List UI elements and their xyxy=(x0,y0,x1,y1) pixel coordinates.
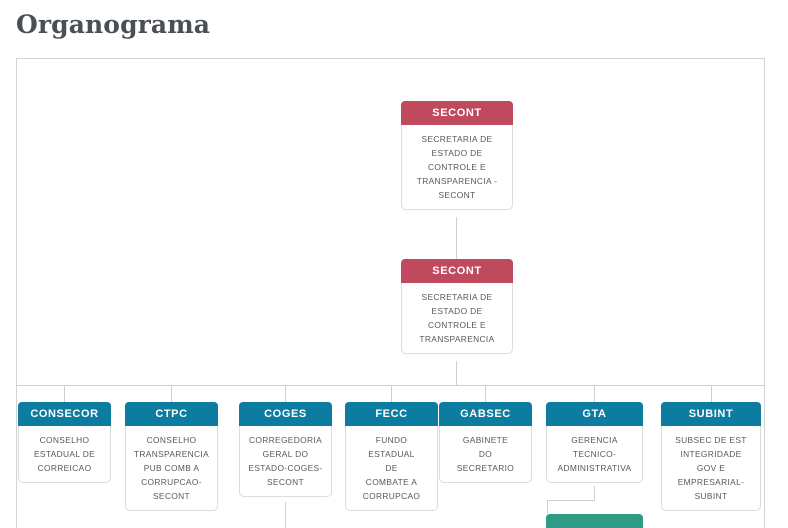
org-node-name-line: SECRETARIA DE xyxy=(421,292,493,302)
org-node-name-line: CONTROLE E xyxy=(428,320,486,330)
connector-drop-consecor xyxy=(64,385,65,402)
org-node-name: SUBSEC DE EST INTEGRIDADE GOV E EMPRESAR… xyxy=(661,426,761,511)
org-node-name-line: DE xyxy=(385,463,398,473)
org-node-name-line: CONSELHO xyxy=(146,435,197,445)
org-node-name-line: SECONT xyxy=(153,491,190,501)
org-node-ctpc[interactable]: CTPC CONSELHO TRANSPARENCIA PUB COMB A C… xyxy=(125,402,218,511)
org-node-name-line: CONSELHO xyxy=(39,435,90,445)
org-node-name-line: ESTADUAL xyxy=(368,449,415,459)
org-node-code: CTPC xyxy=(125,402,218,426)
org-node-coges[interactable]: COGES CORREGEDORIA GERAL DO ESTADO-COGES… xyxy=(239,402,332,497)
org-node-name-line: SECRETARIA DE xyxy=(421,134,493,144)
org-node-name-line: FUNDO xyxy=(375,435,408,445)
org-node-name-line: INTEGRIDADE xyxy=(680,449,742,459)
org-node-name-line: CORREGEDORIA xyxy=(248,435,323,445)
connector-horizontal-bus xyxy=(17,385,764,386)
org-node-gabsec[interactable]: GABSEC GABINETE DO SECRETARIO xyxy=(439,402,532,483)
org-node-name: CONSELHO ESTADUAL DE CORREICAO xyxy=(18,426,111,483)
org-node-name-line: CORRUPCAO xyxy=(362,491,421,501)
org-node-gta-child-partial[interactable] xyxy=(546,514,643,528)
org-node-fecc[interactable]: FECC FUNDO ESTADUAL DE COMBATE A CORRUPC… xyxy=(345,402,438,511)
connector-coges-to-child xyxy=(285,502,286,528)
org-node-name-line: TRANSPARENCIA - xyxy=(416,176,498,186)
org-node-code: SECONT xyxy=(401,259,513,283)
org-node-name-line: ESTADO DE xyxy=(431,306,483,316)
org-node-secont-level2[interactable]: SECONT SECRETARIA DE ESTADO DE CONTROLE … xyxy=(401,259,513,354)
org-node-subint[interactable]: SUBINT SUBSEC DE EST INTEGRIDADE GOV E E… xyxy=(661,402,761,511)
org-node-name-line: CORREICAO xyxy=(37,463,92,473)
org-node-code: FECC xyxy=(345,402,438,426)
org-node-secont-root[interactable]: SECONT SECRETARIA DE ESTADO DE CONTROLE … xyxy=(401,101,513,210)
org-node-name-line: GABINETE xyxy=(462,435,509,445)
org-node-name-line: ESTADO-COGES- xyxy=(248,463,323,473)
org-node-name-line: TRANSPARENCIA xyxy=(133,449,210,459)
org-node-code: SECONT xyxy=(401,101,513,125)
org-node-name: SECRETARIA DE ESTADO DE CONTROLE E TRANS… xyxy=(401,125,513,210)
org-node-name-line: TECNICO- xyxy=(572,449,617,459)
connector-drop-gta xyxy=(594,385,595,402)
org-node-name-line: DO xyxy=(478,449,493,459)
org-node-name: GERENCIA TECNICO- ADMINISTRATIVA xyxy=(546,426,643,483)
connector-level2-to-bus xyxy=(456,361,457,385)
connector-gta-child-drop xyxy=(547,500,548,514)
org-node-name-line: CORRUPCAO- xyxy=(141,477,202,487)
org-node-name: GABINETE DO SECRETARIO xyxy=(439,426,532,483)
connector-root-to-level2 xyxy=(456,217,457,259)
org-node-name-line: TRANSPARENCIA xyxy=(419,334,495,344)
org-node-name: FUNDO ESTADUAL DE COMBATE A CORRUPCAO xyxy=(345,426,438,511)
org-node-name-line: COMBATE A xyxy=(365,477,418,487)
org-node-name-line: PUB COMB A xyxy=(143,463,200,473)
org-node-name-line: ESTADUAL DE xyxy=(33,449,96,459)
org-node-name-line: SECRETARIO xyxy=(456,463,515,473)
organogram-panel: SECONT SECRETARIA DE ESTADO DE CONTROLE … xyxy=(16,58,765,528)
org-node-code: COGES xyxy=(239,402,332,426)
org-node-name-line: CONTROLE E xyxy=(428,162,486,172)
org-chart-canvas: SECONT SECRETARIA DE ESTADO DE CONTROLE … xyxy=(17,59,764,528)
connector-gta-to-child xyxy=(594,486,595,500)
org-node-name: CONSELHO TRANSPARENCIA PUB COMB A CORRUP… xyxy=(125,426,218,511)
org-node-name: CORREGEDORIA GERAL DO ESTADO-COGES- SECO… xyxy=(239,426,332,497)
org-node-consecor[interactable]: CONSECOR CONSELHO ESTADUAL DE CORREICAO xyxy=(18,402,111,483)
connector-drop-subint xyxy=(711,385,712,402)
org-node-name: SECRETARIA DE ESTADO DE CONTROLE E TRANS… xyxy=(401,283,513,354)
page-title: Organograma xyxy=(16,10,211,39)
org-node-name-line: SECONT xyxy=(267,477,304,487)
org-node-name-line: SECONT xyxy=(438,190,476,200)
org-node-name-line: SUBSEC DE EST xyxy=(675,435,747,445)
org-node-gta[interactable]: GTA GERENCIA TECNICO- ADMINISTRATIVA xyxy=(546,402,643,483)
connector-gta-child-elbow xyxy=(547,500,595,501)
org-node-name-line: EMPRESARIAL- xyxy=(677,477,745,487)
org-node-name-line: ADMINISTRATIVA xyxy=(557,463,632,473)
connector-drop-ctpc xyxy=(171,385,172,402)
connector-drop-coges xyxy=(285,385,286,402)
org-node-name-line: SUBINT xyxy=(694,491,728,501)
org-node-name-line: GOV E xyxy=(696,463,726,473)
org-node-code: CONSECOR xyxy=(18,402,111,426)
org-node-code: SUBINT xyxy=(661,402,761,426)
org-node-name-line: ESTADO DE xyxy=(431,148,483,158)
org-node-name-line: GERENCIA xyxy=(571,435,618,445)
org-node-name-line: GERAL DO xyxy=(262,449,309,459)
org-node-code: GABSEC xyxy=(439,402,532,426)
org-node-code xyxy=(546,514,643,528)
connector-drop-gabsec xyxy=(485,385,486,402)
org-node-code: GTA xyxy=(546,402,643,426)
connector-drop-fecc xyxy=(391,385,392,402)
